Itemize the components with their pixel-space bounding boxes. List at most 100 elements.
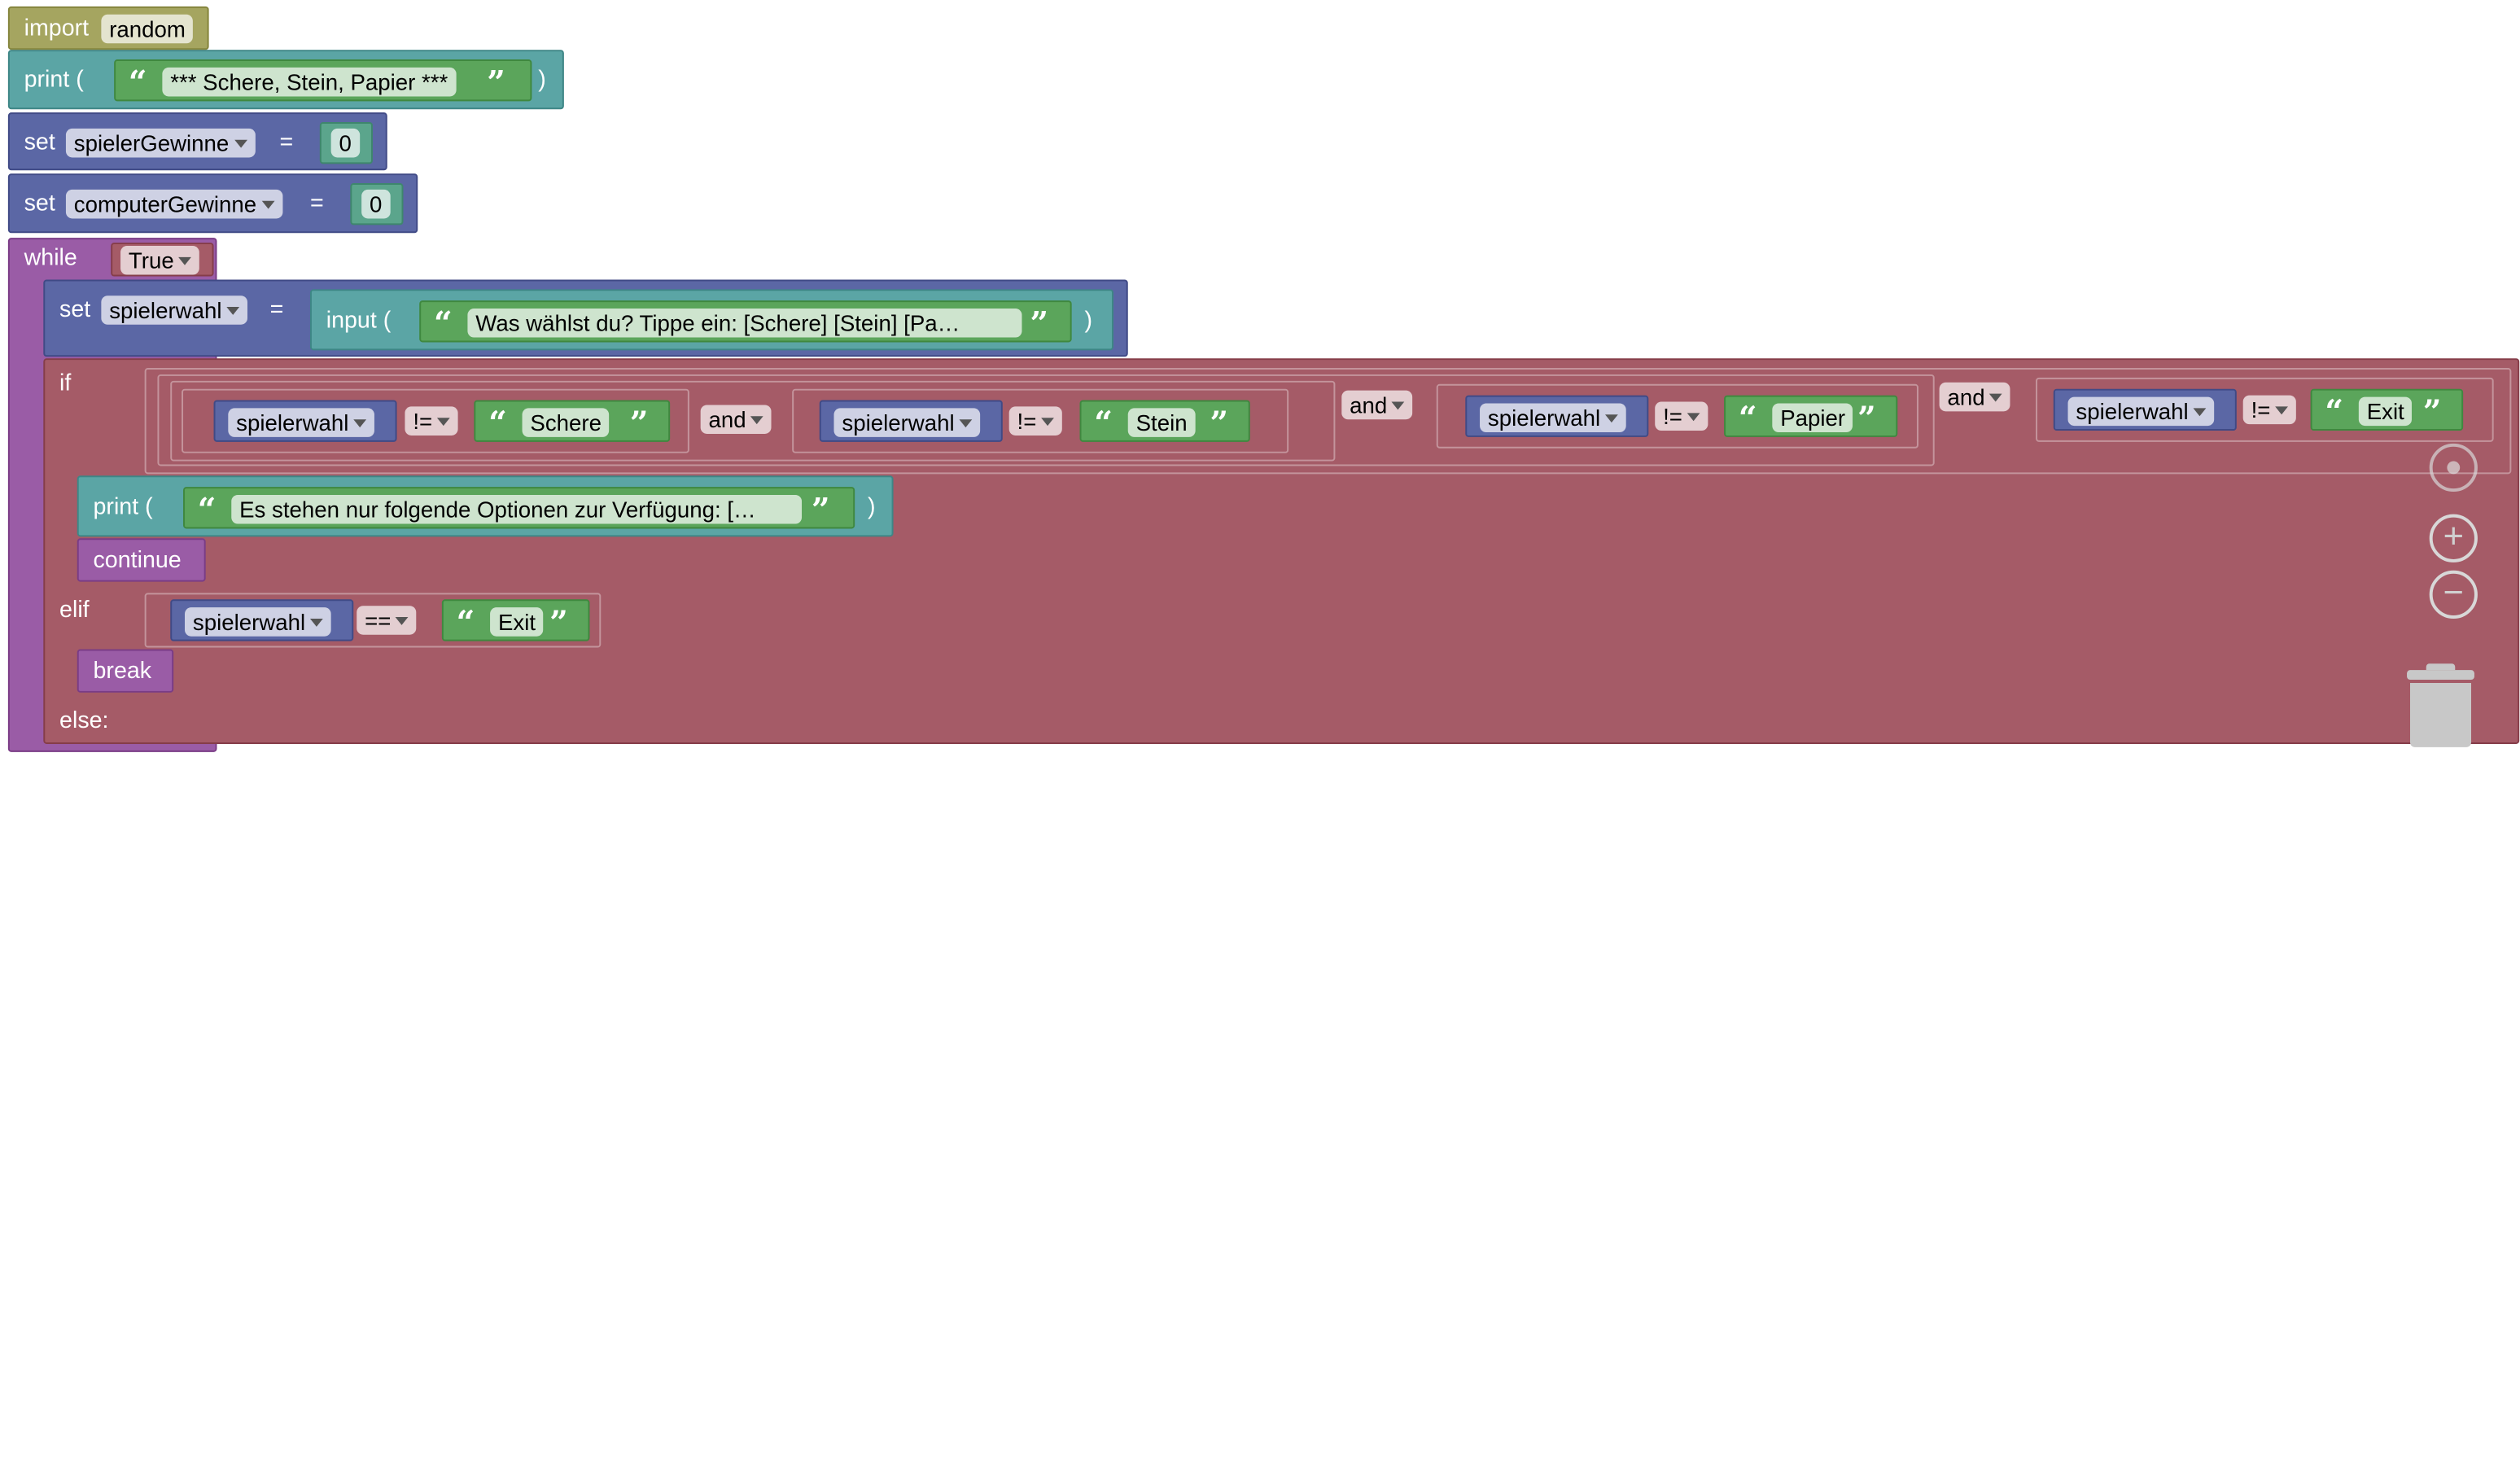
close-paren: ) xyxy=(1084,309,1093,335)
close-quote: ” xyxy=(487,62,505,102)
and-dropdown[interactable]: and xyxy=(1939,382,2011,412)
and-inner[interactable]: spielerwahl != “ Schere ” and spieler xyxy=(170,380,1336,462)
trash-icon[interactable] xyxy=(2405,663,2478,747)
variable-block[interactable]: spielerwahl xyxy=(213,400,397,442)
zoom-out-glyph: − xyxy=(2443,571,2464,613)
close-quote: ” xyxy=(1210,403,1229,442)
compare-schere[interactable]: spielerwahl != “ Schere ” xyxy=(182,388,689,453)
if-elif-else-block[interactable]: if spielerwahl != “ Schere ” xyxy=(43,358,2520,744)
string-block[interactable]: “ Stein ” xyxy=(1079,400,1250,442)
continue-block[interactable]: continue xyxy=(77,538,206,582)
string-field[interactable]: Papier xyxy=(1772,403,1853,433)
close-quote: ” xyxy=(1030,304,1049,343)
string-field[interactable]: Es stehen nur folgende Optionen zur Verf… xyxy=(231,494,803,524)
variable-dropdown[interactable]: spielerwahl xyxy=(101,295,248,325)
operator-dropdown[interactable]: != xyxy=(1008,406,1062,436)
operator-dropdown[interactable]: == xyxy=(357,606,417,635)
elif-keyword: elif xyxy=(59,597,90,624)
set-spielerGewinne-block[interactable]: set spielerGewinne = 0 xyxy=(7,112,387,171)
while-keyword: while xyxy=(24,246,77,272)
open-quote: “ xyxy=(197,490,217,529)
open-quote: “ xyxy=(128,62,147,102)
compare-exit[interactable]: spielerwahl != “ Exit ” xyxy=(2036,377,2494,442)
set-keyword: set xyxy=(24,129,55,156)
variable-dropdown[interactable]: spielerwahl xyxy=(833,408,981,437)
import-block[interactable]: import random xyxy=(7,6,209,50)
while-condition-block[interactable]: True xyxy=(111,243,214,277)
open-quote: “ xyxy=(1738,398,1757,437)
string-field[interactable]: Exit xyxy=(2358,396,2413,427)
number-field[interactable]: 0 xyxy=(361,189,391,219)
string-field[interactable]: Stein xyxy=(1127,408,1196,437)
print-block[interactable]: print ( “ Es stehen nur folgende Optione… xyxy=(77,475,894,537)
variable-dropdown[interactable]: spielerwahl xyxy=(185,607,331,637)
zoom-in-icon[interactable]: + xyxy=(2429,514,2478,562)
print-block[interactable]: print ( “ *** Schere, Stein, Papier *** … xyxy=(7,50,564,110)
open-quote: “ xyxy=(2325,392,2344,431)
zoom-in-glyph: + xyxy=(2443,515,2464,557)
close-paren: ) xyxy=(538,67,546,94)
if-keyword: if xyxy=(59,370,72,397)
variable-dropdown[interactable]: spielerwahl xyxy=(1480,403,1626,433)
break-block[interactable]: break xyxy=(77,649,174,693)
variable-block[interactable]: spielerwahl xyxy=(170,599,354,641)
and-dropdown[interactable]: and xyxy=(1341,390,1413,420)
variable-dropdown[interactable]: spielerwahl xyxy=(228,408,375,437)
and-dropdown[interactable]: and xyxy=(700,405,772,434)
compare-exit-eq[interactable]: spielerwahl == “ Exit ” xyxy=(144,593,602,648)
set-keyword: set xyxy=(24,190,55,217)
close-quote: ” xyxy=(811,490,830,529)
close-paren: ) xyxy=(867,494,876,521)
variable-dropdown[interactable]: computerGewinne xyxy=(65,189,282,219)
string-block[interactable]: “ Exit ” xyxy=(441,599,590,641)
variable-block[interactable]: spielerwahl xyxy=(2053,388,2237,431)
equals-sign: = xyxy=(279,129,294,156)
string-block[interactable]: “ Papier ” xyxy=(1724,395,1898,437)
recenter-icon[interactable] xyxy=(2429,443,2478,492)
string-field[interactable]: Exit xyxy=(490,607,544,637)
compare-papier[interactable]: spielerwahl != “ Papier ” xyxy=(1436,383,1918,449)
else-keyword: else: xyxy=(59,708,109,735)
zoom-out-icon[interactable]: − xyxy=(2429,570,2478,619)
import-keyword: import xyxy=(24,15,90,42)
print-keyword: print ( xyxy=(24,67,84,94)
close-quote: ” xyxy=(1857,398,1876,437)
open-quote: “ xyxy=(1094,403,1113,442)
variable-block[interactable]: spielerwahl xyxy=(1465,395,1649,437)
string-block[interactable]: “ *** Schere, Stein, Papier *** ” xyxy=(114,59,532,102)
operator-dropdown[interactable]: != xyxy=(405,406,458,436)
close-quote: ” xyxy=(629,403,649,442)
string-field[interactable]: Schere xyxy=(522,408,610,437)
and-middle[interactable]: spielerwahl != “ Schere ” and spieler xyxy=(157,374,1935,466)
string-block[interactable]: “ Exit ” xyxy=(2310,388,2464,431)
set-spielerwahl-block[interactable]: set spielerwahl = input ( “ Was wählst d… xyxy=(43,279,1128,357)
string-block[interactable]: “ Es stehen nur folgende Optionen zur Ve… xyxy=(183,487,855,529)
open-quote: “ xyxy=(433,304,453,343)
number-field[interactable]: 0 xyxy=(330,128,360,158)
set-computerGewinne-block[interactable]: set computerGewinne = 0 xyxy=(7,173,418,234)
string-field[interactable]: *** Schere, Stein, Papier *** xyxy=(162,67,457,97)
equals-sign: = xyxy=(309,190,324,217)
equals-sign: = xyxy=(269,297,284,323)
open-quote: “ xyxy=(488,403,507,442)
and-outer[interactable]: spielerwahl != “ Schere ” and spieler xyxy=(144,368,2512,475)
module-name-field[interactable]: random xyxy=(101,14,194,44)
string-block[interactable]: “ Was wählst du? Tippe ein: [Schere] [St… xyxy=(419,300,1072,343)
print-keyword: print ( xyxy=(93,494,153,521)
variable-dropdown[interactable]: spielerwahl xyxy=(2067,396,2215,427)
number-block[interactable]: 0 xyxy=(350,183,404,225)
string-block[interactable]: “ Schere ” xyxy=(474,400,671,442)
input-block[interactable]: input ( “ Was wählst du? Tippe ein: [Sch… xyxy=(309,289,1113,351)
set-keyword: set xyxy=(59,297,91,323)
variable-block[interactable]: spielerwahl xyxy=(819,400,1003,442)
number-block[interactable]: 0 xyxy=(319,122,373,164)
boolean-dropdown[interactable]: True xyxy=(120,246,200,275)
operator-dropdown[interactable]: != xyxy=(2242,395,2297,425)
compare-stein[interactable]: spielerwahl != “ Stein ” xyxy=(792,388,1289,453)
continue-keyword: continue xyxy=(93,548,182,574)
operator-dropdown[interactable]: != xyxy=(1655,401,1708,431)
input-keyword: input ( xyxy=(326,309,392,335)
variable-dropdown[interactable]: spielerGewinne xyxy=(65,128,255,158)
prompt-string-field[interactable]: Was wählst du? Tippe ein: [Schere] [Stei… xyxy=(467,309,1022,338)
